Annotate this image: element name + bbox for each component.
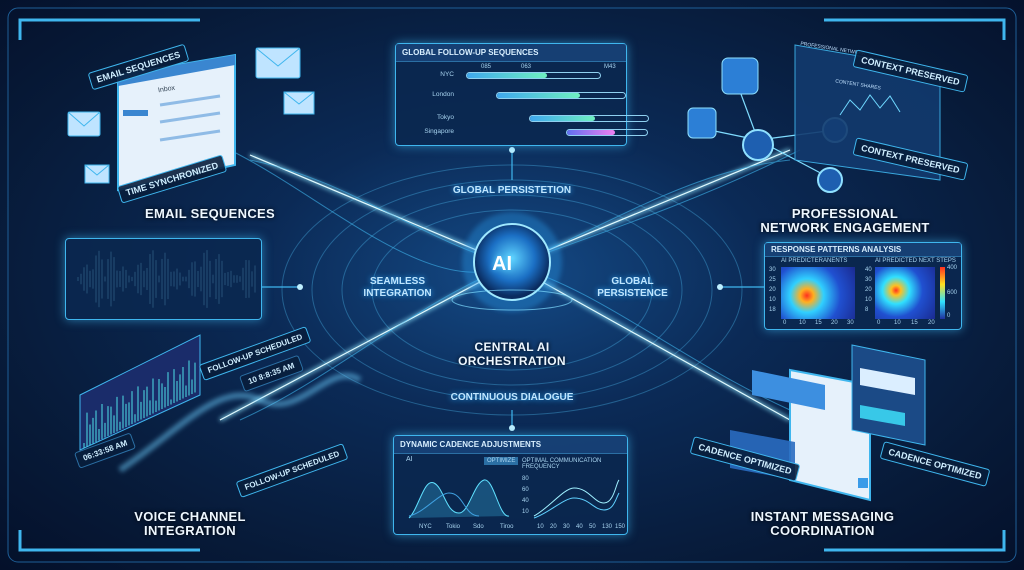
timeline-bar [566, 129, 648, 136]
axis-tick: Tokio [446, 524, 461, 530]
axis-tick: 10 [799, 320, 806, 326]
axis-tick: 10 [537, 524, 544, 530]
city-label: Tokyo [437, 114, 454, 121]
voice-waveform-panel [65, 238, 262, 320]
axis-tick: 8 [865, 307, 869, 313]
axis-tick: 0 [783, 320, 787, 326]
axis-tick: 20 [769, 287, 776, 293]
network-app-icon [687, 107, 717, 139]
axis-tick: 10 [894, 320, 901, 326]
axis-tick: 150 [615, 524, 626, 530]
axis-tick: 50 [589, 524, 596, 530]
axis-tick: 130 [602, 524, 613, 530]
panel-title: RESPONSE PATTERNS ANALYSIS [765, 243, 961, 257]
heatmap-title: AI PREDICTERANENTS [781, 258, 848, 264]
timeline-bar [496, 92, 626, 99]
axis-tick: 20 [831, 320, 838, 326]
heatmap-right [875, 267, 935, 319]
timeline-fill [530, 116, 595, 121]
axis-tick: 0 [877, 320, 881, 326]
axis-tick: 20 [865, 287, 872, 293]
axis-tick: 30 [865, 277, 872, 283]
timeline-bar [529, 115, 649, 122]
cadence-panel: DYNAMIC CADENCE ADJUSTMENTS AI OPTIMIZE … [393, 435, 628, 535]
panel-title: GLOBAL FOLLOW-UP SEQUENCES [396, 44, 626, 62]
timeline-fill [467, 73, 547, 78]
scale-label: 600 [947, 290, 958, 296]
city-label: London [432, 91, 454, 98]
axis-tick: NYC [419, 524, 432, 530]
heatmap-title: AI PREDICTED NEXT STEPS [875, 258, 956, 264]
axis-tick: 10 [769, 297, 776, 303]
tick: 063 [521, 64, 532, 70]
panel-title: DYNAMIC CADENCE ADJUSTMENTS [394, 436, 627, 454]
response-patterns-panel: RESPONSE PATTERNS ANALYSIS AI PREDICTERA… [764, 242, 962, 330]
professional-network-title: PROFESSIONAL NETWORK ENGAGEMENT [760, 206, 930, 235]
axis-tick: 30 [769, 267, 776, 273]
seamless-integration-label: SEAMLESS INTEGRATION [363, 276, 432, 299]
heatmap-left [781, 267, 855, 319]
frame-corners [18, 18, 1006, 552]
axis-tick: 20 [550, 524, 557, 530]
global-persistence-label: GLOBAL PERSISTENCE [597, 276, 668, 299]
instant-messaging-title: INSTANT MESSAGING COORDINATION [750, 509, 895, 538]
axis-tick: 80 [522, 476, 529, 482]
central-orchestration-label: CENTRAL AI ORCHESTRATION [458, 340, 566, 368]
network-app-icon [721, 57, 759, 95]
cadence-charts [408, 479, 620, 519]
ai-orb [473, 223, 551, 301]
chart-title: OPTIMAL COMMUNICATION FREQUENCY [522, 458, 602, 470]
chart-title: AI [406, 456, 413, 463]
ai-orb-label: AI [492, 253, 512, 275]
optimize-button[interactable]: OPTIMIZE [484, 457, 519, 465]
axis-tick: 10 [522, 509, 529, 515]
timeline-fill [497, 93, 581, 98]
timeline-fill [567, 130, 615, 135]
city-label: Singapore [424, 128, 454, 135]
axis-tick: 18 [769, 307, 776, 313]
axis-tick: 30 [847, 320, 854, 326]
axis-tick: 40 [576, 524, 583, 530]
color-scale [940, 267, 945, 319]
global-followup-panel: GLOBAL FOLLOW-UP SEQUENCES 085 063 M43 N… [395, 43, 649, 146]
scale-label: 400 [947, 265, 958, 271]
axis-tick: Tiroo [500, 524, 514, 530]
axis-tick: 30 [563, 524, 570, 530]
global-persistetion-label: GLOBAL PERSISTETION [452, 185, 572, 196]
axis-tick: 40 [865, 267, 872, 273]
email-sequences-title: EMAIL SEQUENCES [145, 206, 275, 221]
axis-tick: 15 [815, 320, 822, 326]
city-label: NYC [440, 71, 454, 78]
tick: 085 [481, 64, 492, 70]
axis-tick: 60 [522, 487, 529, 493]
continuous-dialogue-label: CONTINUOUS DIALOGUE [450, 392, 574, 403]
timeline-bar [466, 72, 601, 79]
axis-tick: 25 [769, 277, 776, 283]
axis-tick: 20 [928, 320, 935, 326]
axis-tick: 40 [522, 498, 529, 504]
scale-label: 0 [947, 313, 951, 319]
axis-tick: 15 [911, 320, 918, 326]
voice-channel-title: VOICE CHANNEL INTEGRATION [134, 509, 246, 538]
axis-tick: Sdo [473, 524, 484, 530]
tick: M43 [604, 64, 616, 70]
axis-tick: 10 [865, 297, 872, 303]
